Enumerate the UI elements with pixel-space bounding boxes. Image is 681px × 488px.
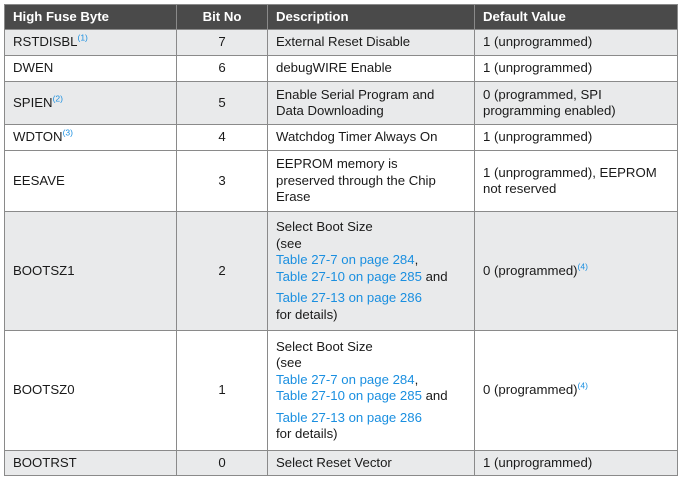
separator: , bbox=[414, 252, 419, 267]
header-bit-no: Bit No bbox=[176, 4, 268, 30]
default-value: 0 (programmed) bbox=[483, 262, 578, 278]
footnote-ref[interactable]: (2) bbox=[52, 93, 63, 104]
separator: and bbox=[421, 388, 448, 403]
description-line: Enable Serial Program and bbox=[276, 86, 435, 102]
description-line: for details) bbox=[276, 426, 338, 441]
table-row: BOOTSZ1 2 Select Boot Size (see Table 27… bbox=[4, 211, 678, 331]
description-line: External Reset Disable bbox=[276, 34, 411, 50]
description-line: Table 27-7 on page 284, bbox=[276, 252, 466, 269]
footnote-ref[interactable]: (4) bbox=[577, 261, 588, 272]
fuse-name: SPIEN bbox=[13, 94, 53, 110]
default-value-cell: 0 (programmed)(4) bbox=[474, 330, 678, 451]
description-line: (see bbox=[276, 355, 302, 370]
fuse-name-cell: SPIEN(2) bbox=[4, 81, 177, 125]
description-cell: debugWIRE Enable bbox=[267, 55, 475, 82]
table-row: BOOTRST 0 Select Reset Vector 1 (unprogr… bbox=[4, 450, 678, 476]
fuse-name: EESAVE bbox=[13, 172, 65, 188]
fuse-name: BOOTRST bbox=[13, 454, 77, 470]
table-27-13-link[interactable]: Table 27-13 on page 286 bbox=[276, 290, 422, 305]
table-27-7-link[interactable]: Table 27-7 on page 284 bbox=[276, 371, 415, 387]
fuse-name: BOOTSZ0 bbox=[13, 382, 75, 398]
separator: , bbox=[414, 371, 419, 387]
table-row: BOOTSZ0 1 Select Boot Size (see Table 27… bbox=[4, 330, 678, 451]
description-cell: Select Boot Size (see Table 27-7 on page… bbox=[267, 330, 475, 451]
header-row: High Fuse Byte Bit No Description Defaul… bbox=[4, 4, 678, 30]
table-row: RSTDISBL(1) 7 External Reset Disable 1 (… bbox=[4, 29, 678, 56]
bit-no-cell: 4 bbox=[176, 124, 268, 151]
description-line: Erase bbox=[276, 189, 311, 205]
header-high-fuse-byte: High Fuse Byte bbox=[4, 4, 177, 30]
description-cell: Watchdog Timer Always On bbox=[267, 124, 475, 151]
default-value: 0 (programmed) bbox=[483, 382, 578, 398]
description-line: preserved through the Chip bbox=[276, 172, 436, 188]
fuse-name: DWEN bbox=[13, 60, 54, 76]
description-line: Table 27-10 on page 285 and bbox=[276, 269, 466, 286]
table-27-13-link[interactable]: Table 27-13 on page 286 bbox=[276, 409, 422, 425]
description-line: Table 27-13 on page 286 bbox=[276, 290, 466, 307]
footnote-ref[interactable]: (3) bbox=[62, 127, 73, 138]
description-line: Select Boot Size bbox=[276, 219, 373, 234]
table-row: WDTON(3) 4 Watchdog Timer Always On 1 (u… bbox=[4, 124, 678, 151]
fuse-name-cell: BOOTSZ1 bbox=[4, 211, 177, 331]
description-line: Table 27-7 on page 284, bbox=[276, 372, 466, 389]
description-line: Table 27-13 on page 286 bbox=[276, 410, 466, 427]
table-27-10-link[interactable]: Table 27-10 on page 285 bbox=[276, 268, 422, 284]
header-default-value: Default Value bbox=[474, 4, 678, 30]
description-line: Table 27-10 on page 285 and bbox=[276, 388, 466, 405]
default-value-cell: 1 (unprogrammed) bbox=[474, 55, 678, 82]
fuse-name-cell: BOOTRST bbox=[4, 450, 177, 476]
fuse-name-cell: EESAVE bbox=[4, 150, 177, 212]
description-line: Select Reset Vector bbox=[276, 454, 392, 470]
description-line: EEPROM memory is bbox=[276, 156, 398, 172]
table-27-10-link[interactable]: Table 27-10 on page 285 bbox=[276, 388, 422, 403]
fuse-name: RSTDISBL bbox=[13, 34, 78, 50]
description-line: Watchdog Timer Always On bbox=[276, 129, 438, 145]
fuse-name-cell: WDTON(3) bbox=[4, 124, 177, 151]
fuse-name-cell: BOOTSZ0 bbox=[4, 330, 177, 451]
bit-no-cell: 5 bbox=[176, 81, 268, 125]
bit-no-cell: 0 bbox=[176, 450, 268, 476]
default-value-cell: 1 (unprogrammed) bbox=[474, 124, 678, 151]
description-line: Select Boot Size bbox=[276, 338, 373, 354]
description-cell: Select Boot Size (see Table 27-7 on page… bbox=[267, 211, 475, 331]
description-line: (see bbox=[276, 235, 302, 251]
description-line: for details) bbox=[276, 306, 338, 322]
separator: and bbox=[421, 268, 448, 284]
header-description: Description bbox=[267, 4, 475, 30]
bit-no-cell: 2 bbox=[176, 211, 268, 331]
fuse-name: WDTON bbox=[13, 129, 63, 145]
footnote-ref[interactable]: (4) bbox=[577, 380, 588, 391]
fuse-name: BOOTSZ1 bbox=[13, 262, 75, 278]
footnote-ref[interactable]: (1) bbox=[77, 32, 88, 43]
high-fuse-byte-table: High Fuse Byte Bit No Description Defaul… bbox=[4, 4, 678, 476]
description-line: debugWIRE Enable bbox=[276, 60, 392, 76]
fuse-name-cell: DWEN bbox=[4, 55, 177, 82]
bit-no-cell: 6 bbox=[176, 55, 268, 82]
bit-no-cell: 1 bbox=[176, 330, 268, 451]
description-cell: External Reset Disable bbox=[267, 29, 475, 56]
table-row: DWEN 6 debugWIRE Enable 1 (unprogrammed) bbox=[4, 55, 678, 82]
description-cell: Select Reset Vector bbox=[267, 450, 475, 476]
description-line: Data Downloading bbox=[276, 103, 384, 118]
table-27-7-link[interactable]: Table 27-7 on page 284 bbox=[276, 252, 415, 267]
fuse-name-cell: RSTDISBL(1) bbox=[4, 29, 177, 56]
default-value-cell: 0 (programmed)(4) bbox=[474, 211, 678, 331]
default-value-cell: 1 (unprogrammed) bbox=[474, 450, 678, 476]
bit-no-cell: 7 bbox=[176, 29, 268, 56]
bit-no-cell: 3 bbox=[176, 150, 268, 212]
default-value-cell: 0 (programmed, SPI programming enabled) bbox=[474, 81, 678, 125]
default-value-cell: 1 (unprogrammed), EEPROM not reserved bbox=[474, 150, 678, 212]
default-value-cell: 1 (unprogrammed) bbox=[474, 29, 678, 56]
